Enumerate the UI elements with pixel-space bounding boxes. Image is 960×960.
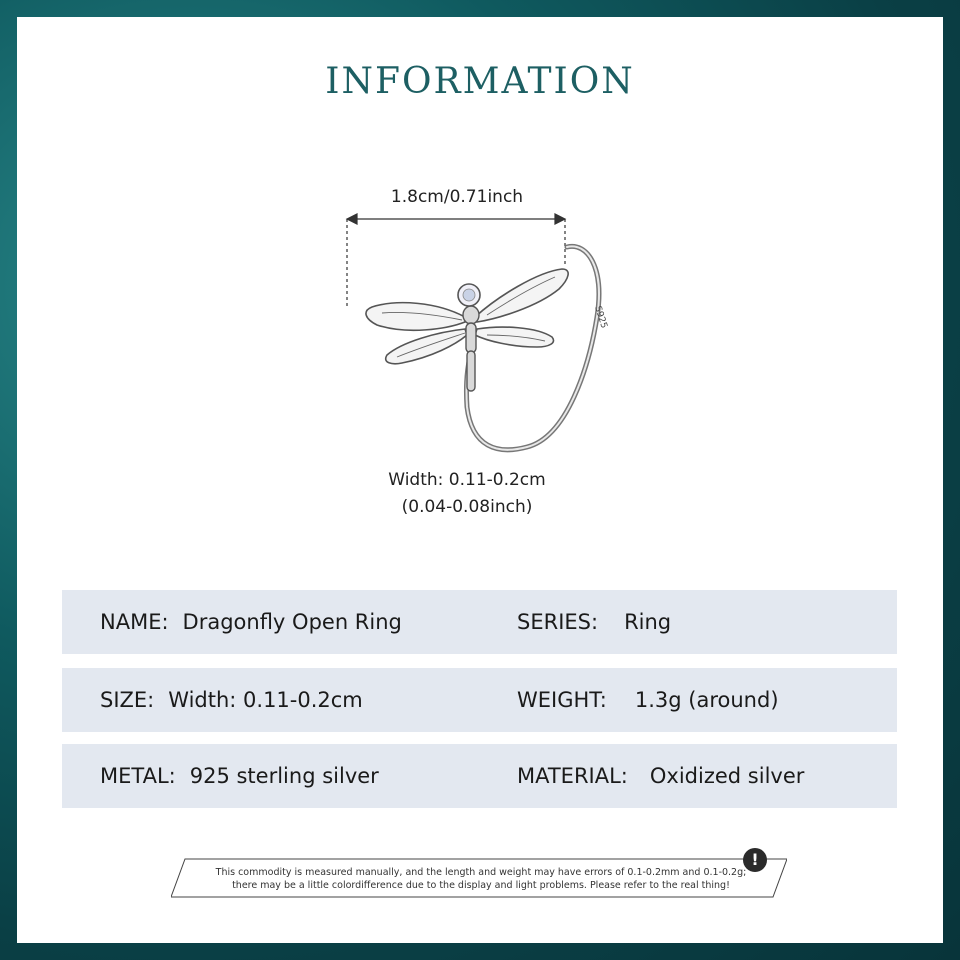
series-value: Ring xyxy=(624,610,672,634)
dragonfly-ring-illustration: S925 xyxy=(345,213,609,453)
metal-cell: METAL: 925 sterling silver xyxy=(100,744,379,808)
metal-value: 925 sterling silver xyxy=(189,764,379,788)
series-cell: SERIES: Ring xyxy=(517,590,671,654)
weight-cell: WEIGHT: 1.3g (around) xyxy=(517,668,779,732)
dimension-label: 1.8cm/0.71inch xyxy=(390,187,524,207)
disclaimer-line2: there may be a little colordifference du… xyxy=(232,880,730,891)
spec-row-name: NAME: Dragonfly Open Ring SERIES: Ring xyxy=(62,590,897,654)
name-value: Dragonfly Open Ring xyxy=(182,610,402,634)
spec-row-size: SIZE: Width: 0.11-0.2cm WEIGHT: 1.3g (ar… xyxy=(62,668,897,732)
spec-row-metal: METAL: 925 sterling silver MATERIAL: Oxi… xyxy=(62,744,897,808)
disclaimer-box: This commodity is measured manually, and… xyxy=(171,848,787,898)
disclaimer-text: This commodity is measured manually, and… xyxy=(201,866,761,892)
size-cell: SIZE: Width: 0.11-0.2cm xyxy=(100,668,363,732)
material-value: Oxidized silver xyxy=(649,764,805,788)
weight-value: 1.3g (around) xyxy=(634,688,779,712)
disclaimer-line1: This commodity is measured manually, and… xyxy=(215,867,747,878)
name-label: NAME: xyxy=(100,610,169,634)
ring-band-icon xyxy=(464,243,602,453)
wing-veins-icon xyxy=(381,276,556,358)
dimension-arrow-icon xyxy=(345,213,567,307)
name-cell: NAME: Dragonfly Open Ring xyxy=(100,590,402,654)
width-note-line1: Width: 0.11-0.2cm xyxy=(388,470,546,490)
dragonfly-body-icon xyxy=(462,305,480,392)
metal-label: METAL: xyxy=(100,764,176,788)
size-value: Width: 0.11-0.2cm xyxy=(168,688,363,712)
gem-icon xyxy=(457,283,481,307)
warning-icon: ! xyxy=(743,848,767,872)
size-label: SIZE: xyxy=(100,688,155,712)
material-cell: MATERIAL: Oxidized silver xyxy=(517,744,804,808)
info-card: INFORMATION 1.8cm/0.71inch S925 xyxy=(17,17,943,943)
page-title: INFORMATION xyxy=(325,61,635,102)
disclaimer-frame xyxy=(171,858,787,898)
width-note-line2: (0.04-0.08inch) xyxy=(401,497,533,517)
material-label: MATERIAL: xyxy=(517,764,628,788)
width-note: Width: 0.11-0.2cm (0.04-0.08inch) xyxy=(347,467,587,521)
weight-label: WEIGHT: xyxy=(517,688,607,712)
series-label: SERIES: xyxy=(517,610,599,634)
